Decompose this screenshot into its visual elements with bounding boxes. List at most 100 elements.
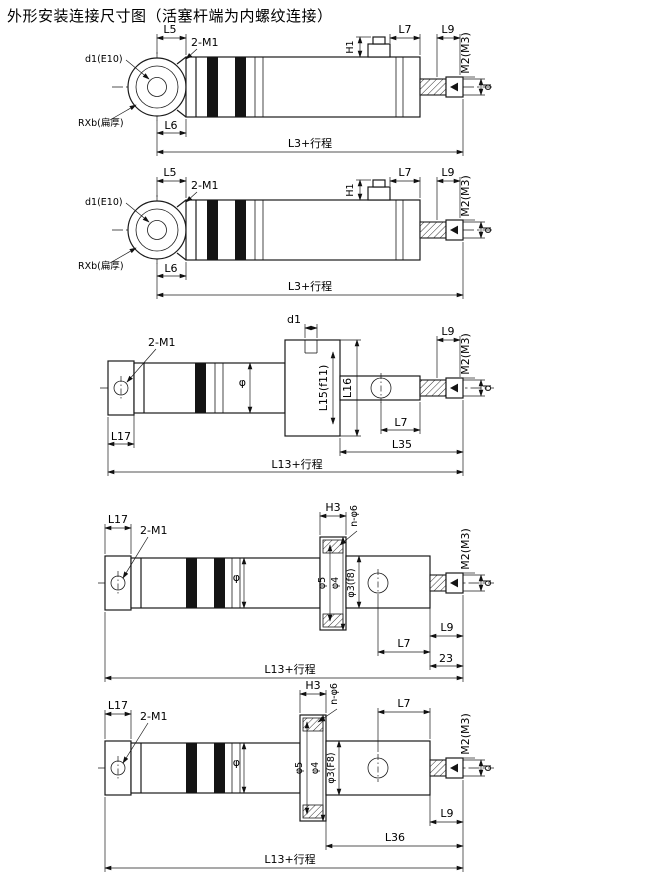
eye-mount <box>127 195 187 265</box>
piston-rod <box>419 76 464 98</box>
dim-l13-stroke-label: L13+行程 <box>264 853 315 866</box>
port-thread-label: 2-M1 <box>191 36 218 49</box>
dim-d-label: d <box>481 227 494 234</box>
dim-l7-label: L7 <box>398 23 411 36</box>
thread-cone-icon <box>450 383 458 393</box>
dim-l5-label: L5 <box>163 23 176 36</box>
dim-phi3-label: φ3(F8) <box>326 752 337 783</box>
dim-l17-label: L17 <box>108 699 128 712</box>
bolt-hole-hatch <box>322 613 344 628</box>
ear-thread-label: 2-M1 <box>140 710 167 723</box>
bolt-hole-hatch <box>302 804 324 819</box>
rod-thread <box>419 221 447 239</box>
view-4-flange-mount-cylinder: L17 2-M1 H3 n-φ6 φ φ5 φ4 φ3(f8) M2(M3) <box>98 501 494 682</box>
thread-cone-icon <box>450 225 458 235</box>
dim-m2-label: M2(M3) <box>459 713 472 755</box>
piston-rod <box>339 373 464 403</box>
piston-rod <box>367 754 464 782</box>
cylinder-tube <box>133 362 286 414</box>
dimensions: L5 2-M1 L7 L9 M2(M3) H1 d1(E10) <box>78 166 494 299</box>
dim-l9-label: L9 <box>441 325 454 338</box>
dim-phi4-label: φ4 <box>330 577 341 589</box>
cross-hole <box>367 757 389 779</box>
dim-l6-label: L6 <box>164 119 177 132</box>
eye-mount <box>127 52 187 122</box>
port-thread-label: 2-M1 <box>191 179 218 192</box>
dim-l13-stroke-label: L13+行程 <box>264 663 315 676</box>
cylinder-tube <box>130 742 301 794</box>
cross-hole <box>367 572 389 594</box>
dim-phi-label: φ <box>233 571 240 584</box>
rod-thread <box>429 574 447 592</box>
dim-d-label: d <box>481 765 494 772</box>
dimensions: L17 2-M1 H3 n-φ6 L7 φ φ5 φ4 <box>104 679 494 872</box>
dim-m2-label: M2(M3) <box>459 528 472 570</box>
rod-thread <box>419 78 447 96</box>
dim-d-label: d <box>481 385 494 392</box>
piston-rod <box>419 219 464 241</box>
view-2-clevis-cylinder: L5 2-M1 L7 L9 M2(M3) H1 d1(E10) <box>78 166 494 299</box>
cylinder-tube <box>185 199 421 261</box>
dim-23-label: 23 <box>439 652 453 665</box>
dim-l3-stroke-label: L3+行程 <box>288 137 332 150</box>
dim-m2-label: M2(M3) <box>459 32 472 74</box>
dim-rxb-label: RXb(扁厚) <box>78 117 124 129</box>
dim-l17-label: L17 <box>108 513 128 526</box>
cross-hole <box>370 377 392 399</box>
thread-cone-icon <box>450 578 458 588</box>
dim-l3-stroke-label: L3+行程 <box>288 280 332 293</box>
dim-h3-label: H3 <box>305 679 320 692</box>
dim-phi5-label: φ5 <box>317 577 328 589</box>
dim-l9-label: L9 <box>440 807 453 820</box>
bolt-hole-hatch <box>302 717 324 732</box>
dim-rxb-label: RXb(扁厚) <box>78 260 124 272</box>
ear-thread-label: 2-M1 <box>140 524 167 537</box>
dim-l35-label: L35 <box>392 438 412 451</box>
drawing-title: 外形安装连接尺寸图（活塞杆端为内螺纹连接） <box>7 9 333 25</box>
dim-d-label: d <box>481 84 494 91</box>
dim-phi-label: φ <box>233 756 240 769</box>
dim-l17-label: L17 <box>111 430 131 443</box>
dim-l9-label: L9 <box>441 23 454 36</box>
dim-l16-label: L16 <box>341 378 354 398</box>
dim-l9-label: L9 <box>441 166 454 179</box>
dim-l7-label: L7 <box>397 697 410 710</box>
cylinder-tube <box>185 56 421 118</box>
ear-thread-label: 2-M1 <box>148 336 175 349</box>
dim-l7-label: L7 <box>394 416 407 429</box>
thread-cone-icon <box>450 82 458 92</box>
view-1-clevis-cylinder: L5 2-M1 L7 L9 M2(M3) H1 d1(E10) <box>78 23 494 156</box>
view-3-ear-mount-cylinder: d1 2-M1 φ L15(f11) L16 L9 M2(M3) <box>100 313 494 476</box>
piston-rod <box>367 569 464 597</box>
guide-flange-block <box>284 339 341 437</box>
dim-l15-label: L15(f11) <box>317 365 330 412</box>
dim-l13-stroke-label: L13+行程 <box>271 458 322 471</box>
view-5-flange-mount-cylinder: L17 2-M1 H3 n-φ6 L7 φ φ5 φ4 <box>98 679 494 872</box>
oil-port <box>367 36 391 58</box>
dim-d1-label: d1(E10) <box>85 197 123 208</box>
dim-phi3-label: φ3(f8) <box>346 568 357 597</box>
dimensions: L17 2-M1 H3 n-φ6 φ φ5 φ4 φ3(f8) M2(M3) <box>104 501 494 682</box>
dim-phi-label: φ <box>239 376 246 389</box>
dim-m2-label: M2(M3) <box>459 175 472 217</box>
rear-ear-mount <box>104 740 132 796</box>
dim-nphi6-label: n-φ6 <box>349 505 360 527</box>
dim-d-label: d <box>481 580 494 587</box>
dimensions: L5 2-M1 L7 L9 M2(M3) H1 d1(E10) <box>78 23 494 156</box>
dim-d1-label: d1(E10) <box>85 54 123 65</box>
dim-l9-label: L9 <box>440 621 453 634</box>
dim-phi4-label: φ4 <box>310 762 321 774</box>
dim-h3-label: H3 <box>325 501 340 514</box>
dim-l6-label: L6 <box>164 262 177 275</box>
rear-ear-mount <box>107 360 135 416</box>
dim-m2-label: M2(M3) <box>459 333 472 375</box>
dim-h1-label: H1 <box>345 183 356 196</box>
rod-thread <box>419 379 447 397</box>
rear-ear-mount <box>104 555 132 611</box>
cylinder-tube <box>130 557 321 609</box>
dim-phi5-label: φ5 <box>294 762 305 774</box>
dim-l7-label: L7 <box>397 637 410 650</box>
dim-l5-label: L5 <box>163 166 176 179</box>
